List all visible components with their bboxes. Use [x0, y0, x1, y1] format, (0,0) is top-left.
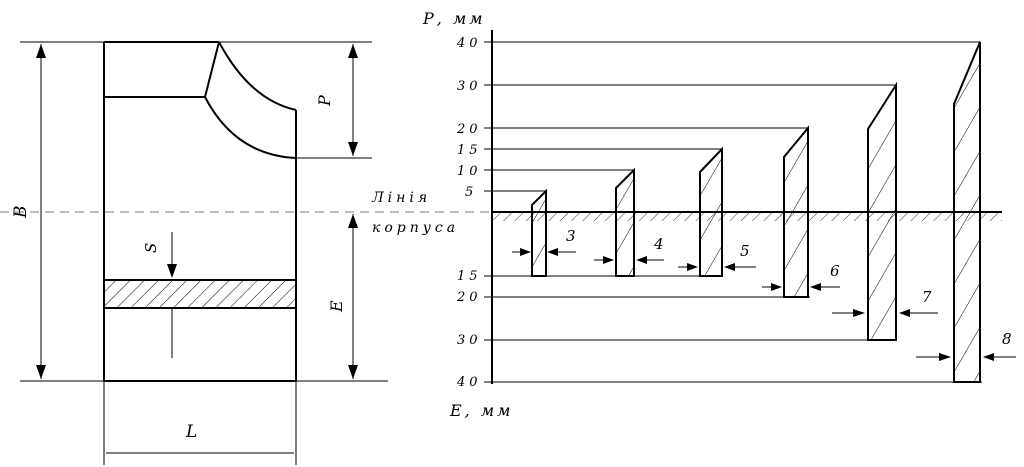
ground-hatch [492, 212, 1002, 221]
specimen-3: 3 [512, 188, 576, 277]
hull-line-label-1: Лінія [371, 190, 431, 206]
p-tick-30: 30 [457, 79, 482, 94]
specimen-body [103, 41, 297, 382]
label-E: Е [327, 300, 346, 313]
p-tick-15: 15 [457, 143, 482, 158]
specimen-label-6: 6 [830, 262, 840, 280]
left-figure: В Р Е [0, 41, 500, 465]
dimension-P: Р [315, 44, 358, 156]
specimen-label-5: 5 [740, 242, 750, 260]
e-tick-20: 20 [456, 290, 482, 305]
dimension-B: В [11, 44, 46, 379]
specimen-label-3: 3 [566, 227, 576, 245]
e-tick-30: 30 [457, 333, 482, 348]
specimen-label-7: 7 [922, 288, 932, 306]
axis-bottom-label: Е, мм [449, 401, 513, 420]
dimension-S: S [142, 232, 177, 358]
e-tick-40: 40 [456, 375, 482, 390]
p-tick-10: 10 [457, 164, 482, 179]
label-L: L [185, 422, 197, 442]
dimension-E: Е [327, 214, 358, 379]
specimen-6: 6 [762, 125, 840, 298]
specimen-4: 4 [594, 167, 664, 277]
e-tick-15: 15 [457, 269, 482, 284]
axis-top-label: Р, мм [422, 9, 485, 28]
p-tick-40: 40 [456, 36, 482, 51]
label-B: В [11, 206, 31, 220]
p-tick-5: 5 [465, 185, 477, 200]
right-figure: Р, мм Е, мм Лінія корпуса 40 30 20 15 10… [371, 9, 1016, 420]
specimen-5: 5 [678, 146, 756, 277]
specimen-7: 7 [832, 81, 938, 341]
specimen-8: 8 [916, 41, 1016, 383]
specimen-label-8: 8 [1002, 330, 1012, 348]
dimension-L: L [103, 381, 297, 465]
label-P: Р [315, 95, 334, 107]
specimen-label-4: 4 [653, 235, 664, 253]
hull-line-label-2: корпуса [372, 220, 459, 236]
weld-band [103, 279, 297, 309]
label-S: S [142, 243, 160, 253]
p-tick-20: 20 [456, 122, 482, 137]
